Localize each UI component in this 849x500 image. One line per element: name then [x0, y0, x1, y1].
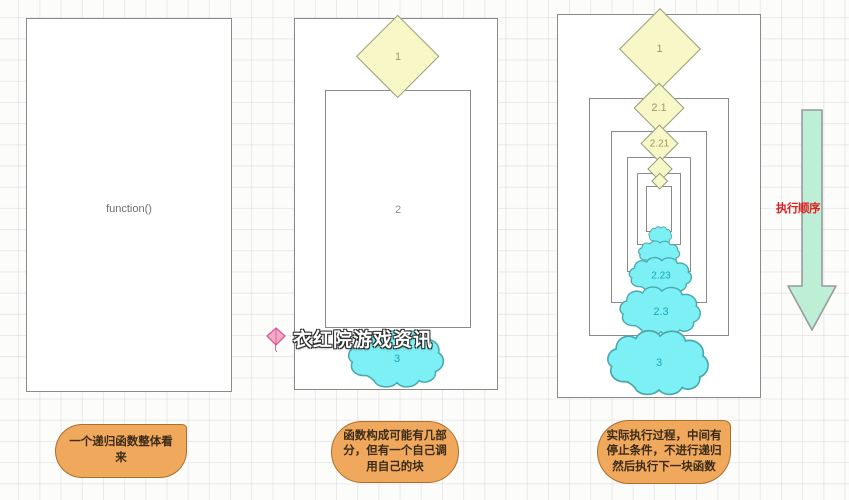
callout-middle-text: 函数构成可能有几部分，但有一个自己调用自己的块: [343, 429, 447, 473]
callout-middle: 函数构成可能有几部分，但有一个自己调用自己的块: [331, 421, 459, 483]
right-cloud-3: 3: [604, 328, 714, 398]
middle-block-2-label: 2: [394, 204, 402, 216]
middle-block-2: 2: [325, 90, 471, 328]
middle-cloud-3: 3: [345, 328, 449, 390]
right-diamond-1: [618, 7, 701, 91]
right-diamond-1-wrap: 1: [602, 7, 717, 91]
right-diamond-inner-2-wrap: [648, 172, 671, 190]
right-diamond-inner-2: [651, 172, 668, 189]
cloud-shape-icon: [347, 329, 445, 388]
execution-order-label: 执行顺序: [776, 203, 821, 215]
middle-diamond-1: [355, 14, 440, 99]
callout-left-text: 一个递归函数整体看来: [69, 436, 173, 464]
callout-left: 一个递归函数整体看来: [55, 424, 187, 478]
execution-order-arrow: [785, 108, 839, 333]
callout-right: 实际执行过程，中间有停止条件，不进行递归然后执行下一块函数: [597, 420, 731, 484]
cloud-shape-icon: [619, 286, 701, 336]
kite-icon: [266, 326, 286, 352]
middle-diamond-1-wrap: 1: [339, 14, 457, 99]
function-label: function(): [106, 203, 152, 215]
callout-right-text: 实际执行过程，中间有停止条件，不进行递归然后执行下一块函数: [606, 429, 722, 473]
left-outer-panel: function(): [26, 18, 232, 392]
down-arrow-icon: [787, 109, 837, 331]
cloud-shape-icon: [607, 329, 709, 396]
